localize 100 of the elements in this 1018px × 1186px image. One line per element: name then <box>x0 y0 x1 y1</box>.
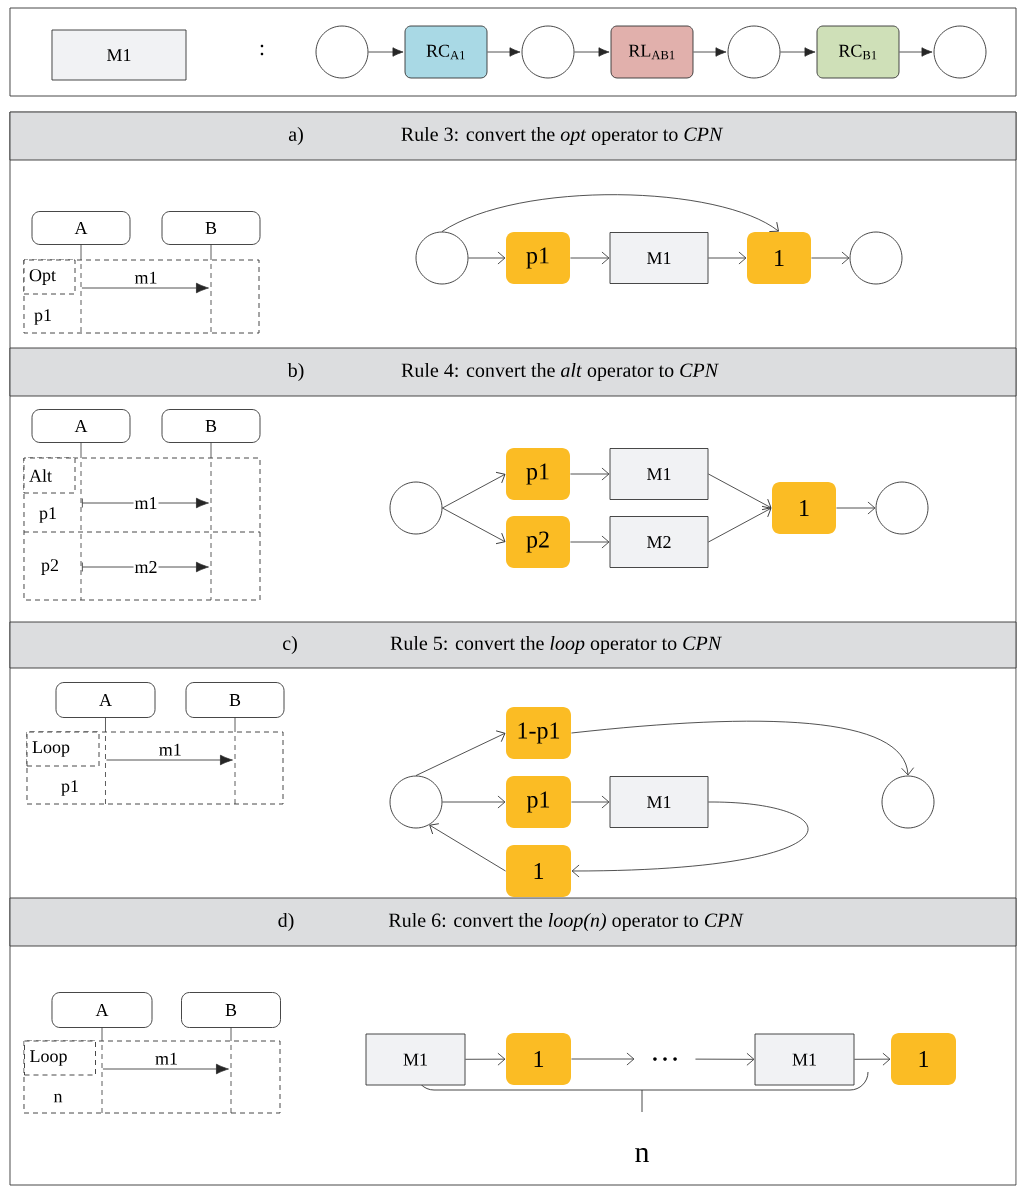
lifeline-head: A <box>31 211 131 245</box>
arrow <box>442 471 506 509</box>
transition-box: RC$_{B1}$ <box>816 25 900 79</box>
edge-label: m1 <box>133 496 159 510</box>
lifeline-head: A <box>31 409 131 443</box>
arrow <box>708 251 747 265</box>
arrow <box>836 501 876 515</box>
arrow <box>570 251 610 265</box>
operator-tag: Opt <box>23 259 76 295</box>
edge-label: m1 <box>155 1052 177 1065</box>
probability-box: 1 <box>891 1033 956 1085</box>
arrow <box>571 795 610 809</box>
lifeline-head: B <box>185 682 285 718</box>
colon: : <box>260 44 264 56</box>
probability-box: 1 <box>772 482 836 534</box>
header-band <box>9 897 1017 947</box>
arrow <box>442 795 506 809</box>
place-circle <box>727 25 781 79</box>
message-arrow <box>106 754 233 766</box>
lifeline <box>80 244 82 334</box>
probability-box: 1-p1 <box>506 707 571 759</box>
lifeline <box>210 244 212 334</box>
arrow <box>574 47 610 57</box>
lifeline <box>105 717 106 805</box>
arrow <box>571 801 809 878</box>
arrow <box>811 251 850 265</box>
arrow <box>780 47 816 57</box>
edge-label: m2 <box>133 560 159 574</box>
process-box: M2 <box>609 516 709 568</box>
operator-tag: Alt <box>23 457 76 494</box>
arrow <box>429 823 506 872</box>
place-circle <box>881 775 935 829</box>
arrow <box>487 47 521 57</box>
probability-box: 1 <box>747 232 811 284</box>
place-circle <box>389 481 443 535</box>
message-arrow <box>81 497 209 509</box>
lifeline-head: A <box>51 992 153 1028</box>
lifeline-head: B <box>161 409 261 443</box>
arrow <box>708 473 772 511</box>
process-box: M1 <box>51 29 187 81</box>
arrow <box>465 1052 506 1066</box>
arrow <box>468 251 506 265</box>
process-box: M1 <box>609 776 709 828</box>
arrow <box>899 47 933 57</box>
lifeline <box>80 442 82 601</box>
section-letter: a) <box>288 126 303 146</box>
guard-label: p1 <box>61 780 78 796</box>
header-band <box>9 111 1017 161</box>
arrow <box>695 1052 755 1066</box>
rule-title: Rule 3: convert the opt operator to CPN <box>401 126 724 146</box>
process-box: M1 <box>365 1033 466 1086</box>
lifeline-head: A <box>55 682 156 718</box>
arrow <box>441 194 779 232</box>
lifeline-head: B <box>181 992 281 1028</box>
arrow <box>570 535 610 549</box>
transition-box: RL$_{AB1}$ <box>610 25 694 79</box>
process-box: M1 <box>609 232 709 284</box>
place-circle <box>315 25 369 79</box>
message-arrow <box>81 561 209 573</box>
lifeline <box>230 1027 232 1114</box>
section-letter: d) <box>278 912 294 932</box>
header-band <box>9 347 1017 397</box>
operator-tag: Loop <box>24 1040 96 1076</box>
probability-box: p1 <box>506 448 570 500</box>
arrow <box>368 47 404 57</box>
probability-box: p2 <box>506 516 570 568</box>
process-box: M1 <box>754 1033 855 1086</box>
place-circle <box>849 231 903 285</box>
message-arrow <box>81 282 209 294</box>
arrow <box>571 1052 635 1066</box>
place-circle <box>875 481 929 535</box>
arrow <box>415 730 506 776</box>
lifeline-head: B <box>161 211 261 245</box>
ellipsis: … <box>653 1057 677 1061</box>
arrow <box>442 507 506 545</box>
guard-label: p2 <box>41 559 58 575</box>
guard-label: p1 <box>39 507 56 523</box>
header-band <box>9 621 1017 669</box>
section-letter: c) <box>283 635 297 655</box>
lifeline <box>234 717 236 805</box>
edge-label: m1 <box>134 271 157 284</box>
message-arrow <box>102 1063 229 1075</box>
section-letter: b) <box>287 362 304 382</box>
arrow <box>854 1052 891 1066</box>
probability-box: 1 <box>506 1033 571 1085</box>
rule-title: Rule 4: convert the alt operator to CPN <box>401 362 719 382</box>
transition-box: RC$_{A1}$ <box>404 25 488 79</box>
probability-box: p1 <box>506 776 571 828</box>
lifeline <box>210 442 212 601</box>
operator-tag: Loop <box>26 731 100 767</box>
place-circle <box>933 25 987 79</box>
arrow <box>570 467 610 481</box>
arrow <box>571 720 915 776</box>
place-circle <box>521 25 575 79</box>
guard-label: p1 <box>34 309 51 325</box>
process-box: M1 <box>609 448 709 500</box>
place-circle <box>389 775 443 829</box>
probability-box: 1 <box>506 845 571 897</box>
place-circle <box>415 231 469 285</box>
arrow <box>708 505 772 543</box>
